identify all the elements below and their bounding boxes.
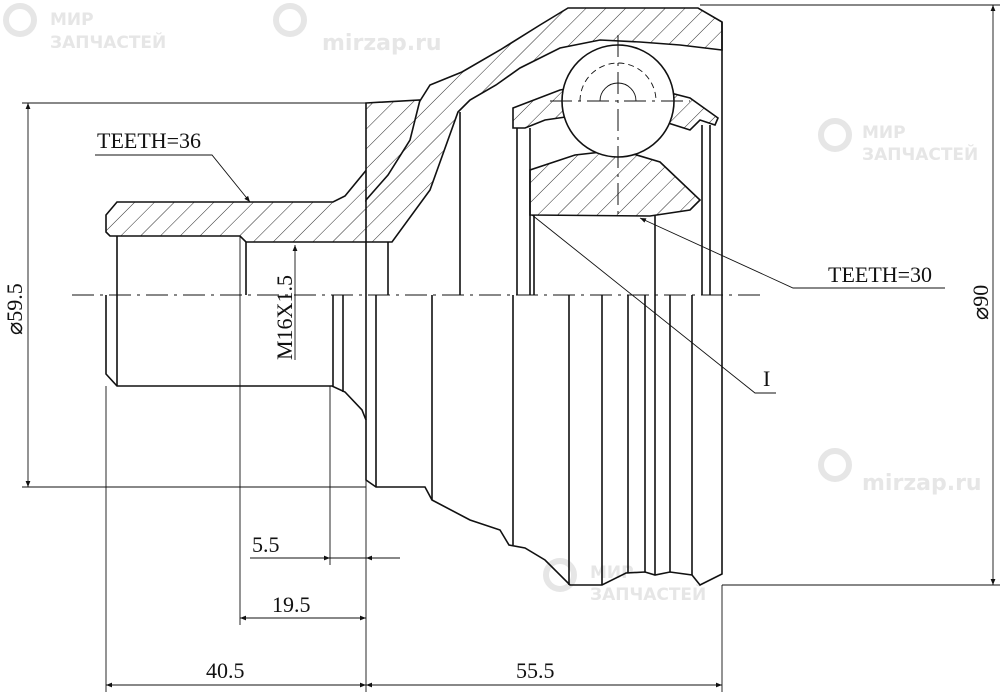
svg-text:mirzap.ru: mirzap.ru — [862, 471, 982, 496]
svg-text:ЗАПЧАСТЕЙ: ЗАПЧАСТЕЙ — [50, 31, 166, 53]
upper-section — [105, 7, 723, 295]
teeth-30-callout: TEETH=30 — [639, 217, 945, 289]
inner-race-section — [529, 149, 702, 217]
dimension-55-5: 55.5 — [366, 658, 722, 688]
watermark-logo: mirzap.ru — [818, 448, 982, 496]
dimension-extension-lines — [105, 236, 723, 692]
detail-label: I — [763, 366, 770, 391]
watermark-logo: mirzap.ru — [273, 3, 442, 56]
dimension-label: 5.5 — [252, 532, 280, 557]
svg-text:mirzap.ru: mirzap.ru — [322, 31, 442, 56]
lower-view — [105, 295, 723, 587]
thread-callout: M16X1.5 — [272, 245, 298, 360]
watermark-logo: МИР ЗАПЧАСТЕЙ — [543, 558, 706, 605]
svg-text:ЗАПЧАСТЕЙ: ЗАПЧАСТЕЙ — [590, 583, 706, 605]
teeth-30-label: TEETH=30 — [828, 262, 932, 287]
thread-label: M16X1.5 — [272, 275, 297, 360]
dimension-40-5: 40.5 — [106, 658, 366, 688]
svg-text:МИР: МИР — [862, 123, 906, 143]
svg-text:ЗАПЧАСТЕЙ: ЗАПЧАСТЕЙ — [862, 143, 978, 165]
dimension-5-5: 5.5 — [250, 532, 400, 561]
hub-flange-section — [365, 99, 422, 203]
dimension-label: 40.5 — [206, 658, 245, 683]
detail-callout: I — [531, 214, 776, 394]
dimension-19-5: 19.5 — [240, 592, 366, 621]
diameter-bell-label: ⌀90 — [968, 285, 993, 320]
svg-text:МИР: МИР — [50, 10, 94, 30]
dimension-label: 55.5 — [516, 658, 555, 683]
dimension-diameter-bell: ⌀90 — [700, 4, 1000, 586]
dimension-diameter-shaft: ⌀59.5 — [2, 102, 366, 488]
watermarks: МИР ЗАПЧАСТЕЙ mirzap.ru МИР ЗАПЧАСТЕЙ mi… — [3, 3, 982, 605]
teeth-36-label: TEETH=36 — [97, 128, 201, 153]
teeth-36-callout: TEETH=36 — [95, 128, 251, 203]
ball-arc — [579, 62, 657, 102]
svg-text:МИР: МИР — [590, 563, 634, 583]
dimension-label: 19.5 — [272, 592, 311, 617]
watermark-logo: МИР ЗАПЧАСТЕЙ — [3, 3, 166, 53]
watermark-logo: МИР ЗАПЧАСТЕЙ — [818, 118, 978, 165]
diameter-shaft-label: ⌀59.5 — [2, 283, 27, 335]
